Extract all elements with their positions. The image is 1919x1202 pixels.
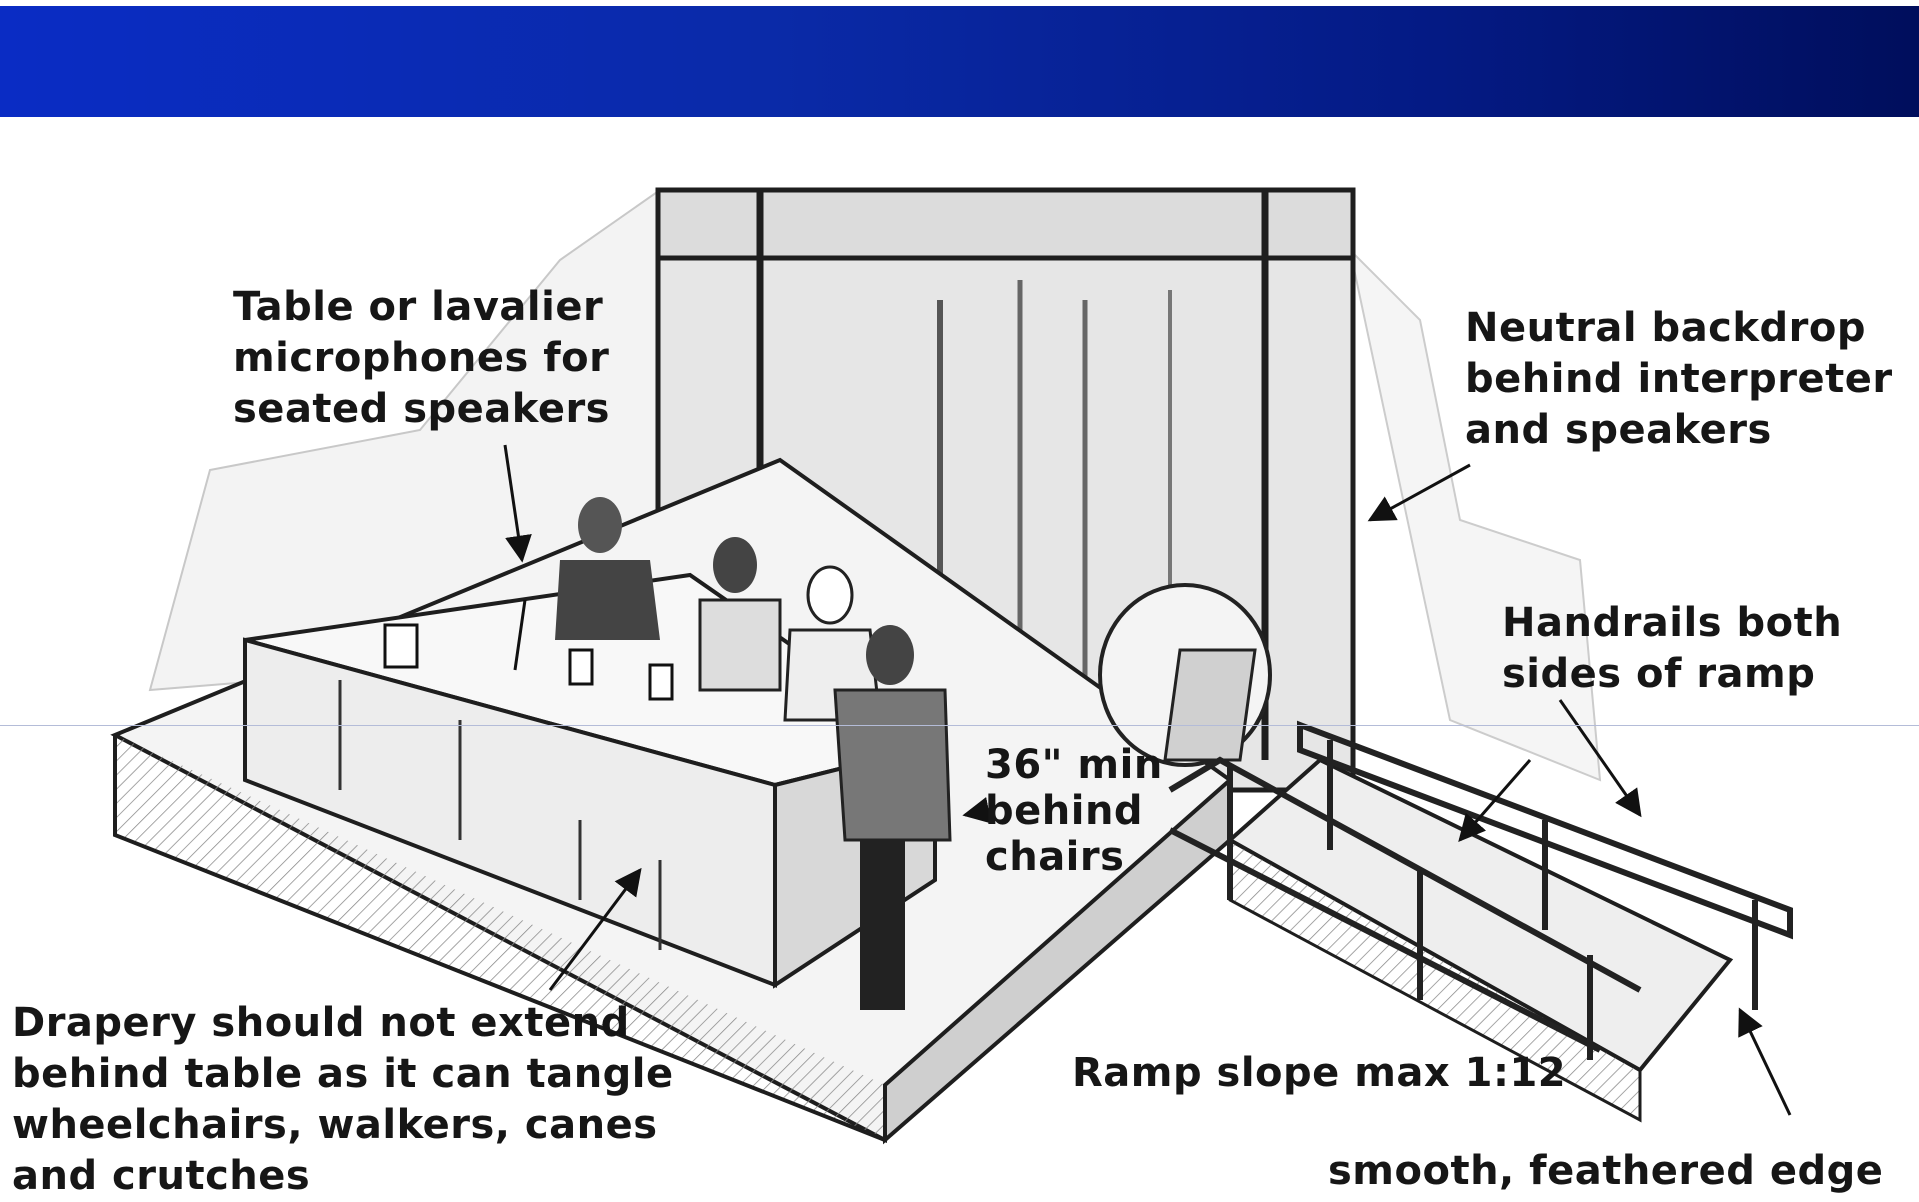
label-ramp-slope: Ramp slope max 1:12 (1072, 1048, 1566, 1099)
label-microphones: Table or lavalier microphones for seated… (233, 282, 610, 435)
label-edge: smooth, feathered edge (1328, 1146, 1883, 1197)
label-backdrop: Neutral backdrop behind interpreter and … (1465, 303, 1893, 456)
label-clearance: 36" min behind chairs (985, 742, 1163, 880)
wheelchair (1100, 585, 1270, 765)
label-drapery: Drapery should not extend behind table a… (12, 998, 674, 1202)
label-handrails: Handrails both sides of ramp (1502, 598, 1842, 700)
divider-line (0, 725, 1919, 726)
